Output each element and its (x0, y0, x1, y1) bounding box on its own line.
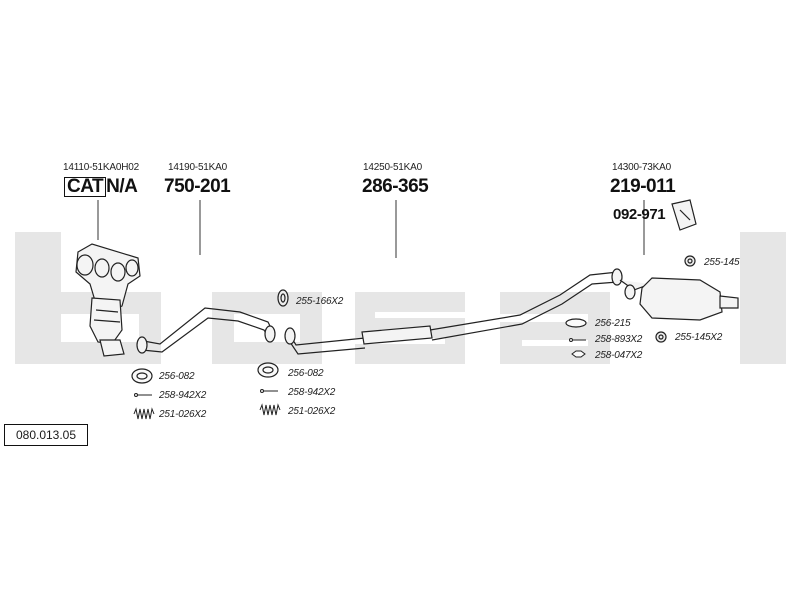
label-spring-mid: 251-026X2 (288, 406, 336, 417)
center-silencer-oem-number: 14250-51KA0 (363, 162, 422, 173)
cat-oem-number: 14110-51KA0H02 (63, 162, 139, 173)
hanger-bracket-shape (671, 199, 697, 231)
rear-silencer-part-number: 219-011 (610, 176, 676, 197)
label-rubber-mount-rear: 255-145X2 (675, 332, 723, 343)
gaskets (131, 318, 587, 384)
center-pipe-shape (284, 268, 623, 355)
label-bolt-front: 258-942X2 (159, 390, 207, 401)
label-rubber-mount-front: 255-166X2 (296, 296, 344, 307)
front-pipe-shape (136, 307, 276, 354)
catalytic-converter-shape (75, 243, 141, 357)
front-pipe-part-number: 750-201 (164, 176, 231, 197)
rear-silencer-oem-number: 14300-73KA0 (612, 162, 671, 173)
label-gasket-mid: 256-082 (288, 368, 324, 379)
label-bolt-mid: 258-942X2 (288, 387, 336, 398)
springs (133, 403, 281, 420)
label-nut-rear: 258-047X2 (595, 350, 643, 361)
label-rubber-mount-rear-top: 255-145 (704, 257, 740, 268)
center-silencer-part-number: 286-365 (362, 176, 429, 197)
label-bolt-rear: 258-893X2 (595, 334, 643, 345)
cat-part-number: N/A (106, 176, 138, 197)
label-gasket-front: 256-082 (159, 371, 195, 382)
label-gasket-rear: 256-215 (595, 318, 631, 329)
front-pipe-oem-number: 14190-51KA0 (168, 162, 227, 173)
hanger-part-number: 092-971 (613, 206, 666, 223)
bolts (134, 338, 586, 397)
rubber-mounts (277, 255, 696, 343)
label-spring-front: 251-026X2 (159, 409, 207, 420)
diagram-reference-number: 080.013.05 (4, 424, 88, 446)
rear-silencer-shape (619, 277, 739, 321)
cat-box-label: CAT (64, 177, 107, 197)
